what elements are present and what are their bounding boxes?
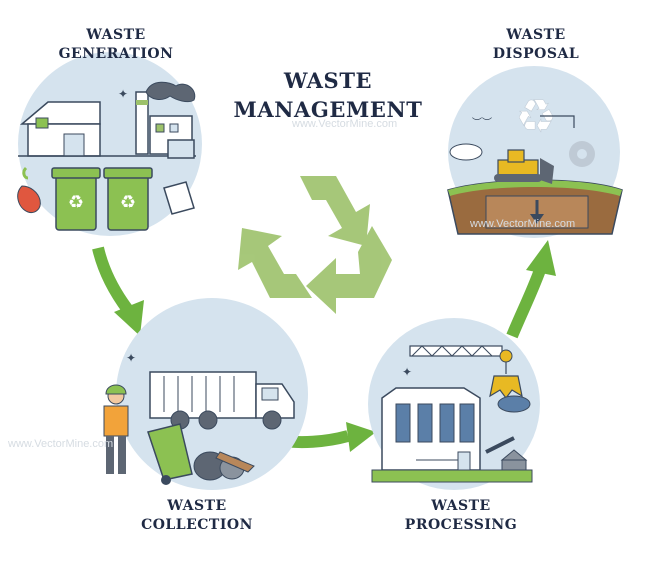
watermark: www.VectorMine.com (8, 438, 114, 450)
label-line-2: DISPOSAL (492, 46, 580, 62)
label-line-1: WASTE (86, 27, 146, 43)
disposal-illustration: ♻ ︶︶ (447, 66, 623, 238)
label-waste-generation: WASTE GENERATION (46, 26, 186, 64)
cloud-icon (449, 143, 483, 161)
svg-text:✦: ✦ (118, 87, 128, 101)
svg-text:︶︶: ︶︶ (472, 117, 492, 129)
label-line-2: GENERATION (58, 46, 174, 62)
label-line-2: PROCESSING (404, 517, 518, 533)
collection-illustration: ✦ (103, 298, 308, 490)
flow-arrow-processing-to-disposal (506, 240, 556, 339)
svg-text:✦: ✦ (402, 365, 412, 379)
watermark: www.VectorMine.com (292, 118, 398, 130)
page-title: WASTE MANAGEMENT (218, 66, 438, 124)
flow-arrow-generation-to-collection (92, 246, 144, 336)
title-line-2: MANAGEMENT (233, 97, 423, 122)
label-waste-processing: WASTE PROCESSING (386, 497, 536, 535)
processing-illustration: ✦ (368, 318, 540, 490)
svg-text:✦: ✦ (126, 351, 136, 365)
recycle-bin-icon: ♻ (51, 167, 101, 231)
label-line-1: WASTE (167, 498, 227, 514)
title-line-1: WASTE (283, 68, 373, 93)
recycle-icon (238, 176, 392, 314)
label-waste-collection: WASTE COLLECTION (122, 497, 272, 535)
worker-icon (103, 384, 129, 474)
wheelie-bin-icon (147, 423, 193, 485)
watermark: www.VectorMine.com (470, 218, 576, 230)
processing-plant-icon (381, 387, 481, 471)
svg-text:♻: ♻ (120, 192, 136, 213)
grapple-claw-icon (489, 375, 531, 413)
generation-illustration: ♻ ♻ ✦ (17, 52, 202, 236)
label-waste-disposal: WASTE DISPOSAL (466, 26, 606, 64)
gear-icon (569, 141, 595, 167)
bulldozer-icon (494, 149, 554, 184)
label-line-1: WASTE (431, 498, 491, 514)
recycle-bin-icon: ♻ (103, 167, 153, 231)
label-line-2: COLLECTION (141, 517, 253, 533)
label-line-1: WASTE (506, 27, 566, 43)
crane-icon (409, 345, 513, 374)
svg-text:♻: ♻ (68, 192, 84, 213)
